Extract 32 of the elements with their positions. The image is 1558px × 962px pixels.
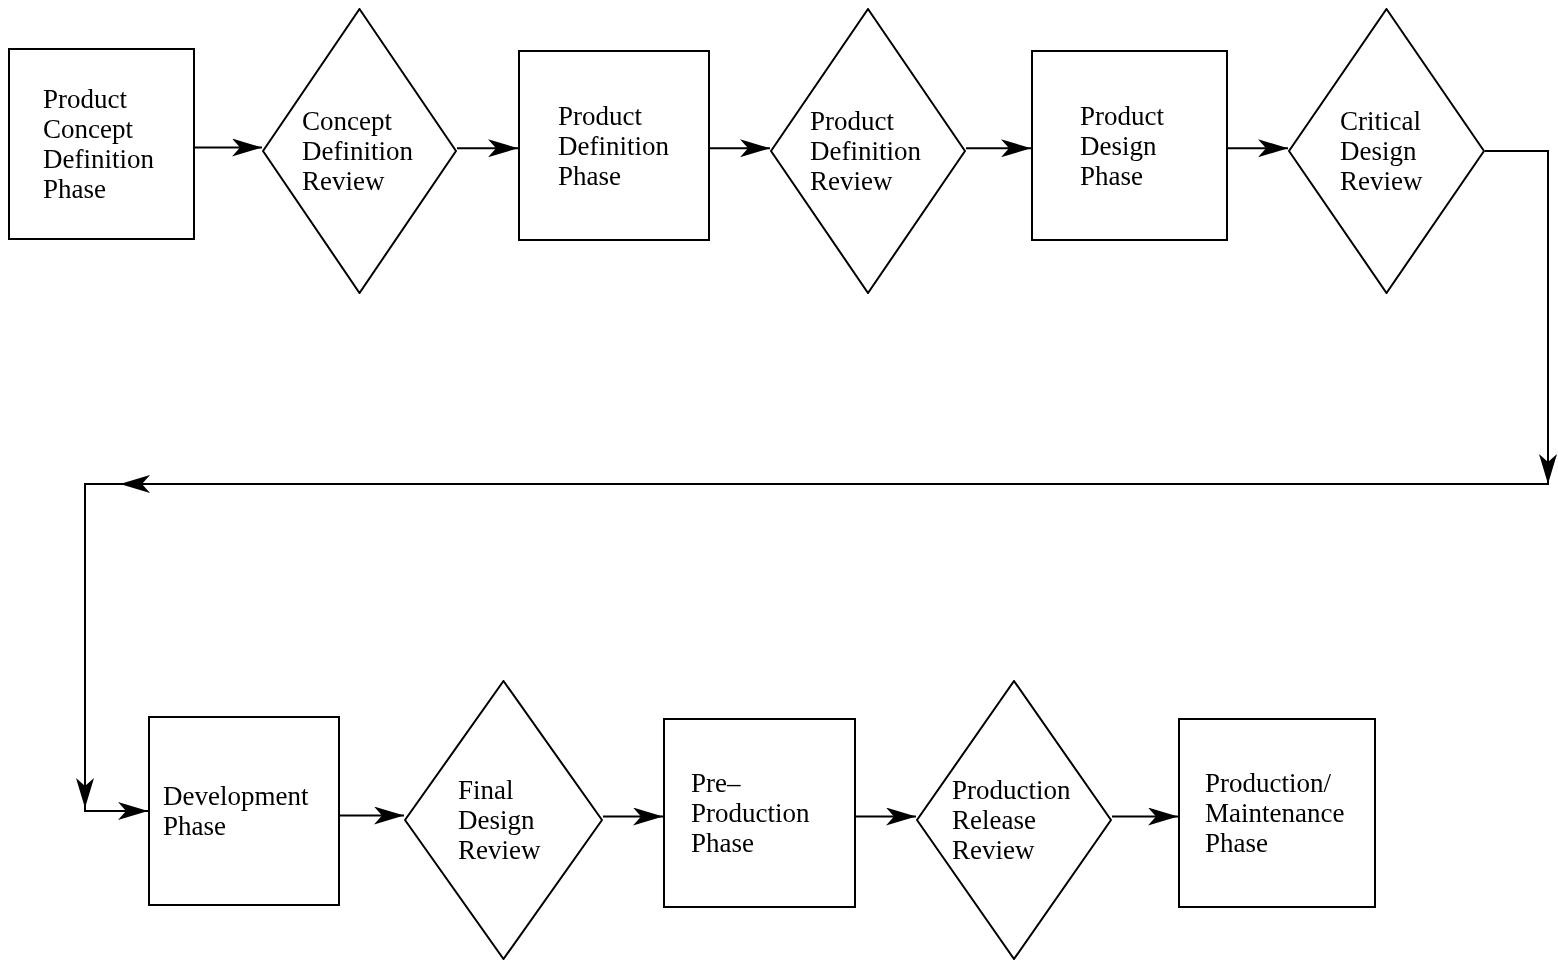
node-label: Product Definition Phase bbox=[558, 100, 670, 191]
arrow bbox=[1227, 139, 1289, 158]
arrow bbox=[965, 139, 1032, 158]
node-label: Product Concept Definition Phase bbox=[43, 84, 155, 204]
process-box bbox=[148, 716, 340, 906]
arrow bbox=[602, 807, 664, 826]
node-label: Development Phase bbox=[163, 781, 310, 841]
arrow bbox=[456, 139, 519, 158]
decision-diamond bbox=[1288, 8, 1485, 294]
process-box bbox=[518, 50, 710, 241]
process-box bbox=[8, 48, 195, 240]
arrow bbox=[194, 138, 263, 157]
node-label: Product Definition Review bbox=[810, 106, 922, 196]
arrow bbox=[1111, 807, 1179, 826]
arrow bbox=[855, 807, 917, 826]
process-box bbox=[1031, 50, 1228, 241]
process-box bbox=[663, 718, 856, 908]
arrow bbox=[709, 139, 771, 158]
arrow bbox=[339, 806, 405, 825]
process-box bbox=[1178, 718, 1376, 908]
node-label: Production Release Review bbox=[952, 775, 1072, 865]
decision-diamond bbox=[770, 8, 966, 294]
node-label: Concept Definition Review bbox=[302, 106, 414, 196]
node-label: Final Design Review bbox=[458, 775, 542, 865]
arrow bbox=[76, 150, 1557, 820]
decision-diamond bbox=[916, 680, 1112, 960]
node-label: Production/ Maintenance Phase bbox=[1205, 768, 1346, 858]
node-label: Critical Design Review bbox=[1340, 106, 1424, 196]
decision-diamond bbox=[404, 680, 603, 960]
decision-diamond bbox=[262, 8, 457, 294]
node-label: Pre– Production Phase bbox=[691, 768, 811, 858]
node-label: Product Design Phase bbox=[1080, 100, 1165, 191]
